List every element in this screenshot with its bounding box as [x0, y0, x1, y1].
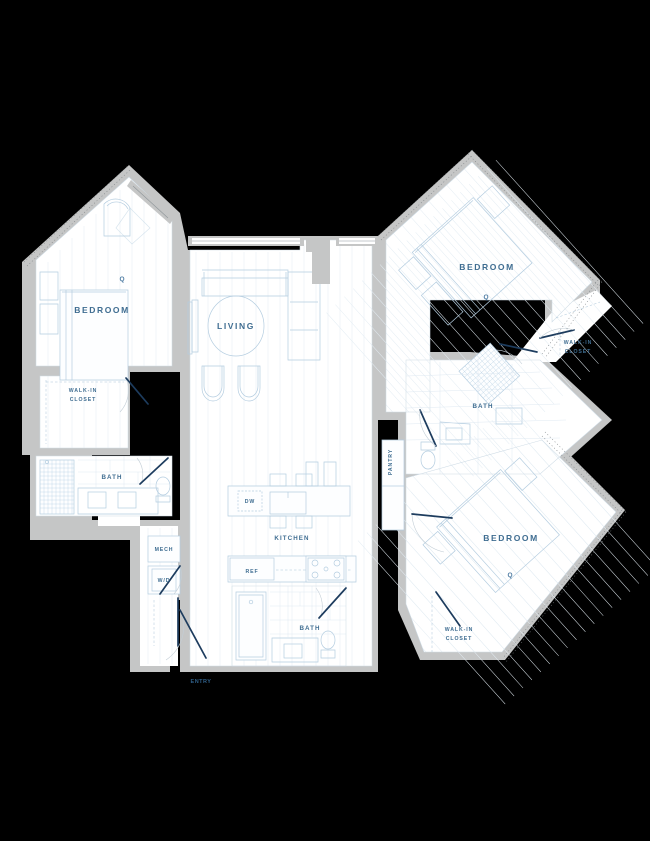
bath-s-fixtures	[235, 586, 346, 663]
closet-ne-shelves	[555, 301, 601, 356]
label-bedroom-nw: BEDROOM	[74, 305, 130, 315]
room-labels: BEDROOM Q WALK-IN CLOSET BATH MECH W/D L…	[69, 262, 593, 685]
label-refrigerator: REF	[245, 569, 258, 575]
label-bedroom-se: BEDROOM	[483, 533, 539, 543]
label-dishwasher: DW	[245, 499, 255, 505]
tag-bedroom-se-q: Q	[507, 572, 512, 579]
bedroom-se-door[interactable]	[411, 513, 453, 553]
bath-e-door[interactable]	[419, 409, 437, 447]
label-bath-e: BATH	[472, 403, 493, 410]
label-kitchen: KITCHEN	[274, 535, 309, 542]
label-living: LIVING	[217, 321, 255, 331]
bath-w-door[interactable]	[136, 457, 169, 485]
closet-nw-door[interactable]	[119, 377, 149, 413]
bath-w-fixtures	[39, 456, 171, 515]
bedroom-nw-window	[127, 180, 174, 224]
closet-se-door[interactable]	[431, 591, 461, 652]
label-pantry: PANTRY	[388, 449, 394, 475]
mech-wd-units	[147, 535, 181, 595]
label-entry: ENTRY	[191, 679, 212, 685]
label-closet-ne-line1: WALK-IN	[564, 340, 593, 346]
closet-ne-door[interactable]	[539, 328, 575, 339]
exterior-hatch	[23, 149, 627, 663]
bedroom-ne-furniture	[398, 185, 533, 326]
label-bath-w: BATH	[101, 474, 122, 481]
closet-nw-shelves	[45, 380, 124, 444]
bedroom-nw-furniture	[39, 198, 151, 381]
label-closet-ne-line2: CLOSET	[565, 349, 591, 355]
label-mech: MECH	[155, 547, 174, 553]
label-wd: W/D	[158, 578, 171, 584]
label-bedroom-ne: BEDROOM	[459, 262, 515, 272]
kitchen-fixtures	[227, 461, 357, 583]
label-closet-nw-line1: WALK-IN	[69, 388, 98, 394]
tag-bedroom-ne-q: Q	[483, 294, 488, 301]
label-closet-nw-line2: CLOSET	[70, 397, 96, 403]
se-planks	[406, 440, 616, 652]
pantry-unit	[381, 439, 405, 531]
label-bath-s: BATH	[299, 625, 320, 632]
corridor-door[interactable]	[153, 597, 179, 647]
living-furniture	[191, 269, 321, 402]
tag-bedroom-nw-q: Q	[119, 276, 124, 283]
label-closet-se-line1: WALK-IN	[445, 627, 474, 633]
bath-s-door[interactable]	[315, 587, 347, 619]
label-closet-se-line2: CLOSET	[446, 636, 472, 642]
living-side-window	[187, 301, 193, 355]
wd-door[interactable]	[159, 565, 182, 595]
north-windows	[188, 236, 378, 284]
bath-e-fixtures	[405, 342, 567, 474]
entry-door[interactable]	[165, 609, 207, 661]
